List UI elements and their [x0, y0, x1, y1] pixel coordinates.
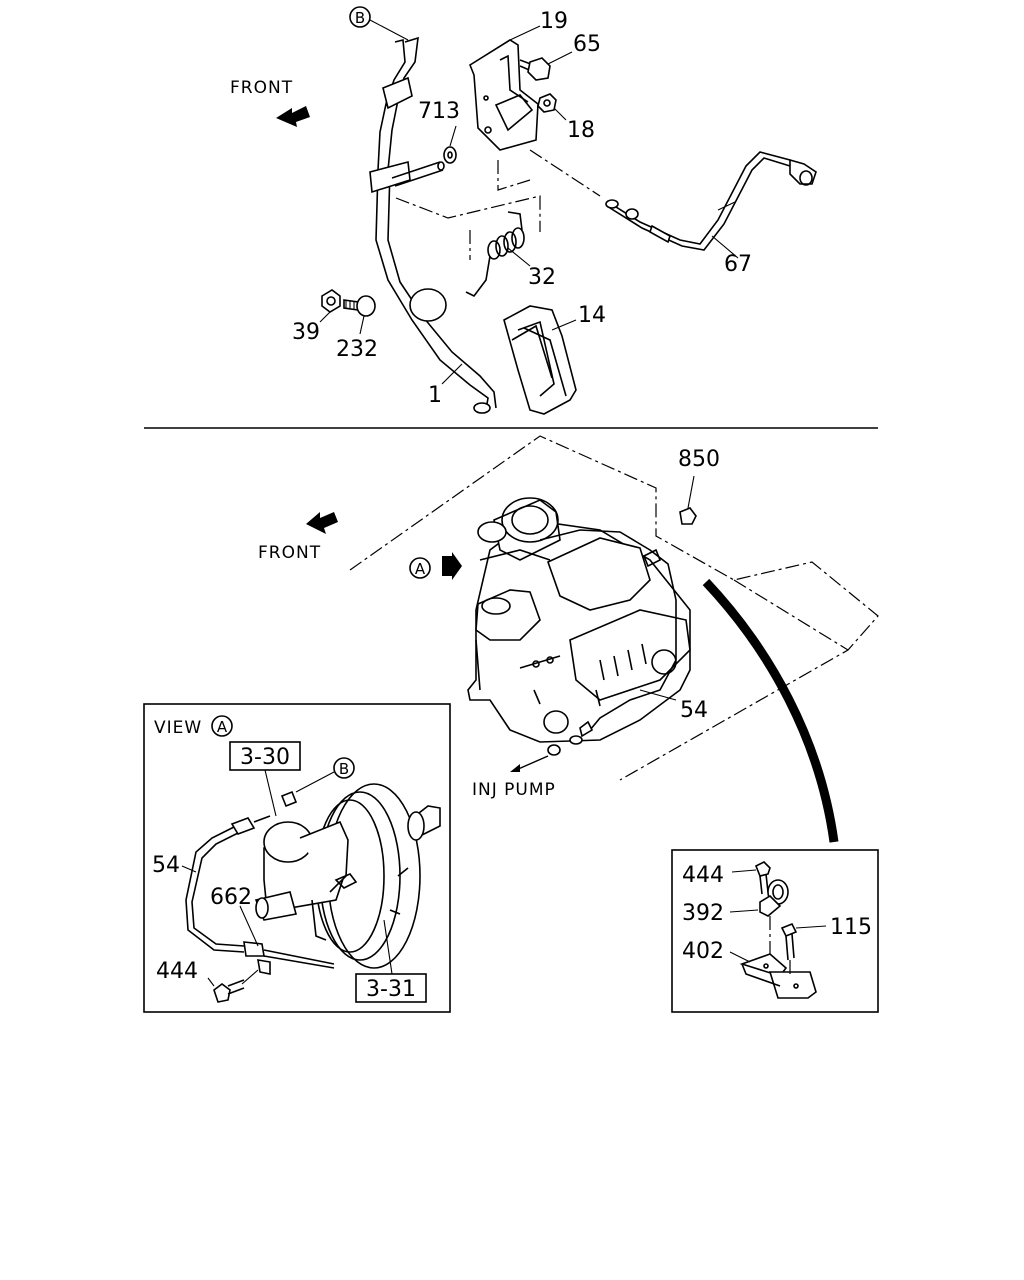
washer-713 — [443, 125, 457, 164]
label-part-713: 713 — [418, 99, 460, 124]
nut-18 — [537, 93, 567, 121]
front-arrow-top — [276, 106, 310, 127]
label-part-850: 850 — [678, 447, 720, 472]
assembly-line-3 — [497, 160, 531, 191]
label-part-402: 402 — [682, 939, 724, 964]
engine-block — [467, 497, 691, 743]
clip-850 — [679, 475, 697, 525]
svg-text:A: A — [217, 718, 228, 736]
bolt-115-detail — [780, 922, 827, 961]
svg-text:B: B — [339, 760, 349, 778]
label-part-14: 14 — [578, 303, 606, 328]
pivot-shaft — [391, 161, 445, 187]
ref-box-3-31 — [355, 973, 427, 1003]
label-part-32: 32 — [528, 265, 556, 290]
marker-b-view — [333, 757, 355, 779]
leader-part-1 — [441, 363, 463, 385]
front-arrow-mid — [306, 512, 338, 534]
label-part-232: 232 — [336, 337, 378, 362]
pedal-assembly-section: FRONT B — [230, 6, 817, 415]
view-a-title: VIEW — [154, 718, 202, 738]
assembly-line-1 — [395, 195, 541, 232]
label-ref-3-31: 3-31 — [366, 977, 416, 1002]
spring-32 — [465, 211, 531, 298]
label-part-444-view: 444 — [156, 959, 198, 984]
label-part-18: 18 — [567, 118, 595, 143]
detail-leader — [702, 578, 839, 843]
svg-text:B: B — [355, 9, 365, 27]
cable-54-view — [181, 815, 335, 975]
master-cylinder — [254, 820, 358, 941]
view-a-marker — [211, 715, 233, 737]
assembly-line-4 — [529, 149, 601, 197]
label-part-54: 54 — [680, 698, 708, 723]
marker-a-engine: A — [409, 552, 462, 580]
label-part-54-view: 54 — [152, 853, 180, 878]
label-part-39: 39 — [292, 320, 320, 345]
label-part-19: 19 — [540, 9, 568, 34]
throttle-cable-engine — [539, 529, 677, 756]
label-part-67: 67 — [724, 252, 752, 277]
bolt-232 — [343, 295, 376, 335]
label-part-1: 1 — [428, 383, 442, 408]
bolt-65 — [519, 51, 573, 81]
engine-section: FRONT A — [258, 435, 879, 843]
inj-pump-label: INJ PUMP — [472, 780, 556, 800]
bracket-402 — [729, 916, 817, 999]
marker-b-top: B — [349, 6, 409, 41]
clip-detail-panel: 444 392 115 402 — [671, 849, 879, 1013]
pedal-arm — [369, 36, 497, 414]
label-part-444-detail: 444 — [682, 863, 724, 888]
label-ref-3-30: 3-30 — [240, 745, 290, 770]
front-label-top: FRONT — [230, 78, 293, 98]
view-a-panel: VIEW A 3-30 B — [143, 703, 451, 1013]
bolt-444-view — [207, 969, 259, 1003]
label-part-662: 662 — [210, 885, 252, 910]
bolt-444-detail — [731, 861, 771, 895]
chassis-outline-inner — [733, 579, 849, 651]
label-part-115: 115 — [830, 915, 872, 940]
bracket-19 — [469, 25, 541, 151]
label-part-392: 392 — [682, 901, 724, 926]
label-part-65: 65 — [573, 32, 601, 57]
pedal-pad-14 — [503, 305, 577, 415]
cable-67 — [605, 151, 817, 259]
nut-39 — [319, 289, 341, 323]
clamp-392 — [729, 879, 789, 917]
front-label-mid: FRONT — [258, 543, 321, 563]
inj-pump-arrow — [515, 755, 549, 771]
svg-text:A: A — [415, 560, 426, 578]
